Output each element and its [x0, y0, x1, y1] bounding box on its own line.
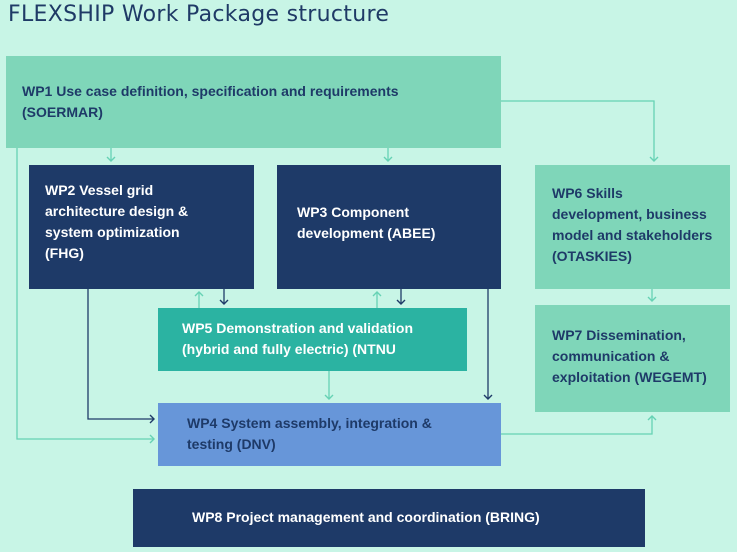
wp8-box: WP8 Project management and coordination … — [133, 489, 645, 547]
arrow-wp4-to-wp7 — [501, 415, 657, 435]
arrow-wp1-to-wp6 — [501, 100, 659, 162]
arrow-wp1-to-wp4 — [16, 148, 155, 444]
wp2-box: WP2 Vessel grid architecture design & sy… — [29, 165, 254, 289]
wp7-box: WP7 Dissemination, communication & explo… — [535, 305, 730, 412]
wp1-box: WP1 Use case definition, specification a… — [6, 56, 501, 148]
arrow-wp2-to-wp4 — [87, 289, 155, 424]
wp6-box: WP6 Skills development, business model a… — [535, 165, 730, 289]
wp4-box: WP4 System assembly, integration & testi… — [158, 403, 501, 466]
wp5-box: WP5 Demonstration and validation (hybrid… — [158, 308, 467, 371]
diagram-title: FLEXSHIP Work Package structure — [8, 2, 390, 27]
wp3-box: WP3 Component development (ABEE) — [277, 165, 501, 289]
